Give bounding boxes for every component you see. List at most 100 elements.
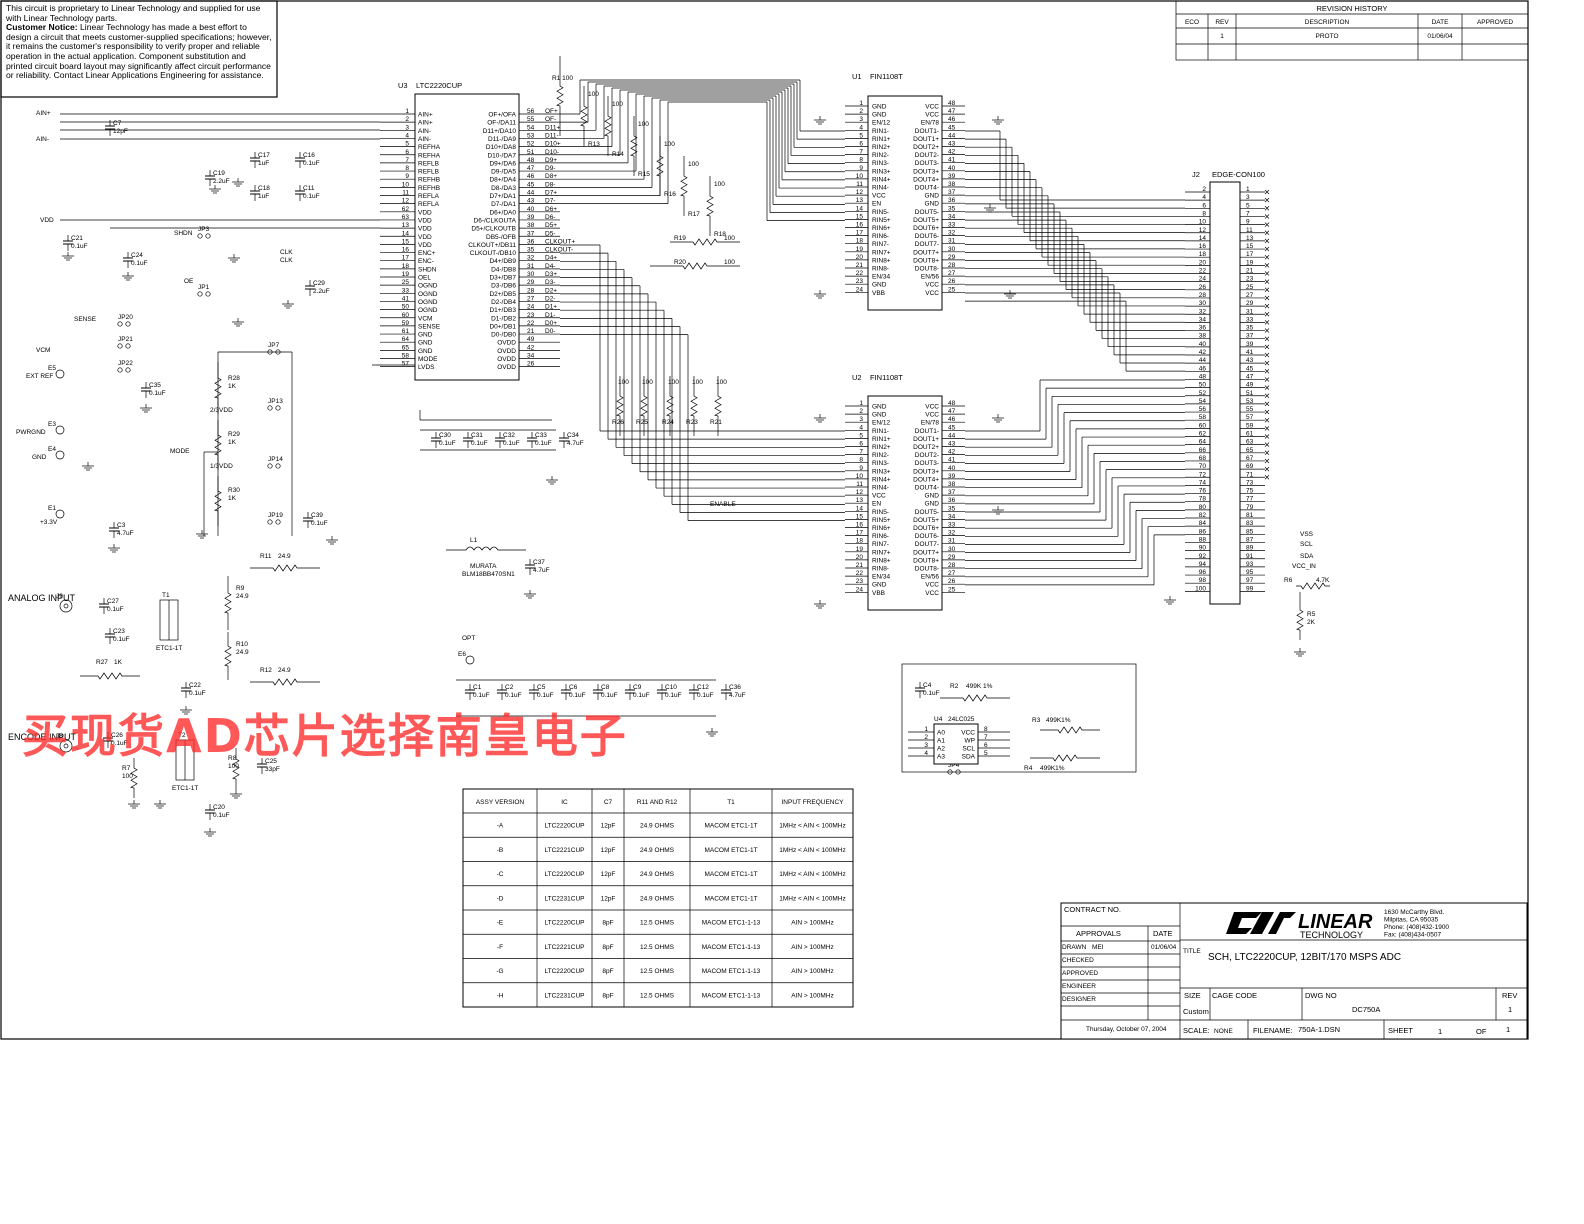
fin-pin-name: DOUT1- — [915, 428, 939, 435]
j2-pin-odd: 57 — [1246, 414, 1254, 421]
assy-cell: 1MHz < AIN < 100MHz — [779, 823, 845, 830]
print-date: Thursday, October 07, 2004 — [1086, 1026, 1167, 1033]
assy-cell: -F — [497, 944, 503, 951]
revision-cell: 01/06/04 — [1427, 33, 1453, 40]
u4-part: 24LC025 — [948, 716, 975, 723]
j2-pin-even: 62 — [1199, 431, 1207, 438]
u3-net-label: OF- — [545, 116, 556, 123]
sma-connector-pin — [63, 743, 69, 749]
assy-cell: 8pF — [602, 944, 613, 951]
revision-header: DESCRIPTION — [1305, 19, 1350, 26]
capacitor-ref: C30 — [439, 432, 451, 439]
no-connect-mark — [1264, 238, 1270, 244]
e3-label: E3 — [48, 421, 56, 428]
j2-pin-odd: 53 — [1246, 398, 1254, 405]
j2-pin-odd: 39 — [1246, 341, 1254, 348]
no-connect-mark — [1264, 401, 1270, 407]
resistor — [1296, 582, 1330, 590]
capacitor-value: 4.7uF — [729, 692, 746, 699]
j2-pin-even: 2 — [1202, 186, 1206, 193]
role-label: APPROVED — [1062, 970, 1098, 977]
j2-pin-even: 90 — [1199, 545, 1207, 552]
fin-pin-name: GND — [872, 582, 887, 589]
capacitor-value: 0.1uF — [923, 690, 940, 697]
fin-pin-name: DOUT6- — [915, 533, 939, 540]
capacitor: C20.1uF — [497, 684, 522, 700]
fin-pin-number: 19 — [856, 246, 864, 253]
capacitor-ref: C25 — [265, 758, 277, 765]
u3-pin-number: 50 — [402, 304, 410, 311]
capacitor-ref: C11 — [303, 185, 315, 192]
sma-connector — [59, 599, 73, 613]
net-labels: AIN+ AIN- VDD SHDN OE CLK CLK SENSE VCM … — [8, 110, 1316, 742]
u3-pin-number: 55 — [527, 116, 535, 123]
r20-value: 100 — [724, 259, 735, 266]
j2-pin-even: 26 — [1199, 284, 1207, 291]
resistor — [224, 576, 232, 630]
capacitor-value: 4.7uF — [567, 440, 584, 447]
ground-symbol — [196, 530, 208, 539]
u4-pin-number: 3 — [924, 742, 928, 749]
u4-pin-number: 2 — [924, 734, 928, 741]
u3-pin-number: 19 — [402, 271, 410, 278]
j2-pin-odd: 35 — [1246, 325, 1254, 332]
u3-pin-number: 52 — [527, 141, 535, 148]
revision-header: REV — [1215, 19, 1229, 26]
u3-pin-name: OVDD — [497, 340, 516, 347]
ain-plus-label: AIN+ — [36, 110, 51, 117]
fin-pin-number: 40 — [948, 165, 956, 172]
u3-pin-name: D8-/DA3 — [491, 185, 516, 192]
capacitor-ref: C23 — [113, 628, 125, 635]
fin-pin-number: 33 — [948, 222, 956, 229]
u3-pin-number: 10 — [402, 181, 410, 188]
assy-cell: 12.5 OHMS — [640, 992, 675, 999]
fin-pin-number: 20 — [856, 254, 864, 261]
assy-cell: MACOM ETC1-1-13 — [702, 992, 761, 999]
fin-pin-name: RIN6- — [872, 233, 889, 240]
no-connect-mark — [1264, 328, 1270, 333]
capacitor-value: 0.1uF — [505, 692, 522, 699]
fin-pin-number: 37 — [948, 489, 956, 496]
sheet-label: SHEET — [1388, 1026, 1413, 1035]
assy-cell: 24.9 OHMS — [640, 895, 675, 902]
capacitor-ref: C12 — [697, 684, 709, 691]
u1-fin1108t: U1 FIN1108T GND1GND2EN/123RIN1-4RIN1+5RI… — [845, 72, 965, 311]
fin-pin-number: 44 — [948, 432, 956, 439]
fin-pin-number: 17 — [856, 530, 864, 537]
j2-pin-even: 46 — [1199, 365, 1207, 372]
fin-pin-number: 46 — [948, 416, 956, 423]
linear-logo: LINEAR TECHNOLOGY — [1226, 911, 1373, 940]
u3-pin-name: AIN- — [418, 136, 431, 143]
j2-pin-odd: 59 — [1246, 422, 1254, 429]
no-connect-mark — [1264, 450, 1270, 456]
u3-pin-number: 41 — [402, 295, 410, 302]
assy-cell: 24.9 OHMS — [640, 847, 675, 854]
u3-pin-name: OF+/OFA — [488, 112, 516, 119]
u3-pin-number: 9 — [405, 173, 409, 180]
fin-pin-name: VCC — [925, 412, 939, 419]
j2-pin-even: 94 — [1199, 561, 1207, 568]
fin-pin-number: 28 — [948, 262, 956, 269]
u1-ref: U1 — [852, 72, 862, 81]
fin-pin-name: RIN4+ — [872, 476, 891, 483]
fin-pin-number: 35 — [948, 205, 956, 212]
u3-pin-name: VDD — [418, 226, 432, 233]
j2-pin-odd: 23 — [1246, 276, 1254, 283]
u3-pin-number: 60 — [402, 312, 410, 319]
assy-header: T1 — [727, 799, 735, 806]
capacitor: C40.1uF — [915, 682, 940, 698]
u3-pin-number: 59 — [402, 320, 410, 327]
sma-connector — [59, 739, 73, 753]
fin-pin-name: GND — [925, 193, 940, 200]
fin-pin-name: VCC — [925, 404, 939, 411]
fin-pin-name: DOUT1+ — [913, 436, 939, 443]
no-connect-mark — [1264, 426, 1270, 431]
u3-net-label: CLKOUT- — [545, 247, 573, 254]
ground-symbol — [228, 254, 240, 263]
